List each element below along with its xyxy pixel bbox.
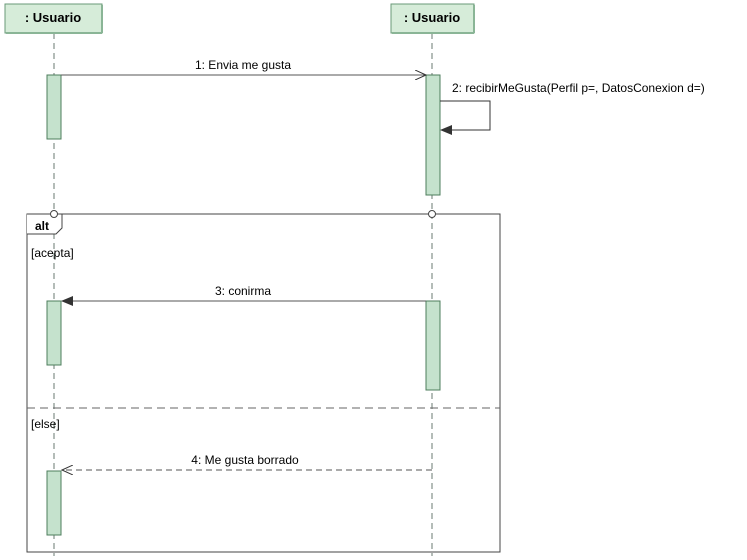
lifeline-1-label: : Usuario (25, 10, 81, 25)
lifeline-1-head[interactable]: : Usuario (4, 3, 103, 34)
fragment-anchor-2 (428, 210, 436, 218)
message-3[interactable]: 3: conirma (61, 284, 426, 306)
message-2-label: 2: recibirMeGusta(Perfil p=, DatosConexi… (452, 81, 705, 95)
lifeline-2-label: : Usuario (404, 10, 460, 25)
lifeline-2-head[interactable]: : Usuario (390, 3, 475, 34)
activation-1b (46, 300, 62, 366)
guard-acepta: [acepta] (31, 246, 74, 260)
alt-operator: alt (35, 219, 49, 233)
alt-fragment: alt [acepta] [else] (26, 213, 501, 553)
message-1[interactable]: 1: Envia me gusta (61, 58, 426, 75)
activation-2a (425, 74, 441, 196)
activation-2b (425, 300, 441, 391)
fragment-anchor-1 (50, 210, 58, 218)
alt-frame (26, 213, 501, 553)
message-4-label: 4: Me gusta borrado (191, 453, 299, 467)
message-1-label: 1: Envia me gusta (195, 58, 291, 72)
activation-1a (46, 74, 62, 140)
message-4[interactable]: 4: Me gusta borrado (62, 453, 432, 470)
activation-1c (46, 470, 62, 536)
guard-else: [else] (31, 417, 60, 431)
message-3-label: 3: conirma (215, 284, 271, 298)
message-2[interactable]: 2: recibirMeGusta(Perfil p=, DatosConexi… (440, 81, 705, 135)
